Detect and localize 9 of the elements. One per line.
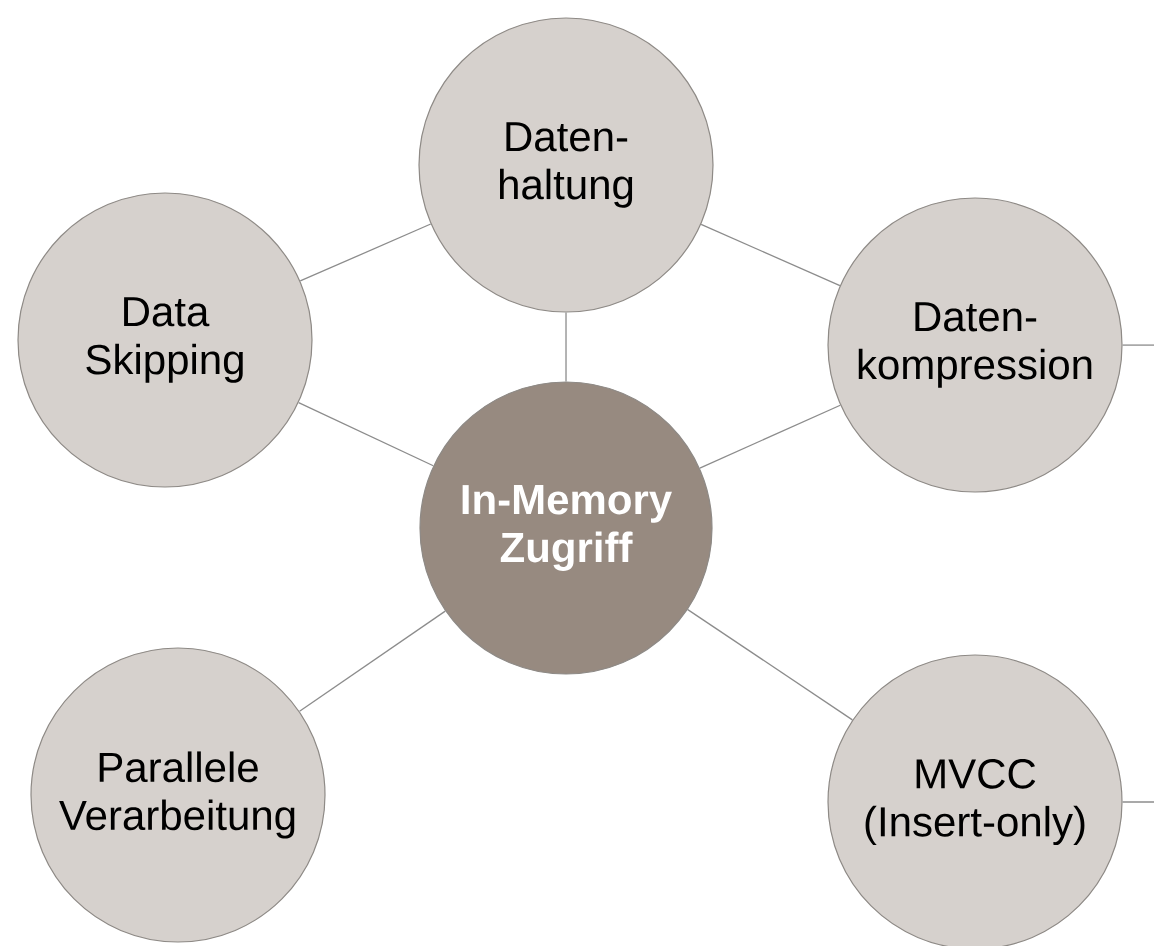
connector-line: [298, 610, 446, 712]
connector-line: [1121, 344, 1154, 346]
connector-line: [700, 223, 841, 287]
connector-line: [699, 404, 841, 469]
connector-line: [1121, 801, 1154, 803]
connector-line: [299, 223, 432, 282]
connector-line: [298, 402, 434, 467]
connector-line: [687, 608, 854, 721]
connector-line: [565, 311, 567, 383]
